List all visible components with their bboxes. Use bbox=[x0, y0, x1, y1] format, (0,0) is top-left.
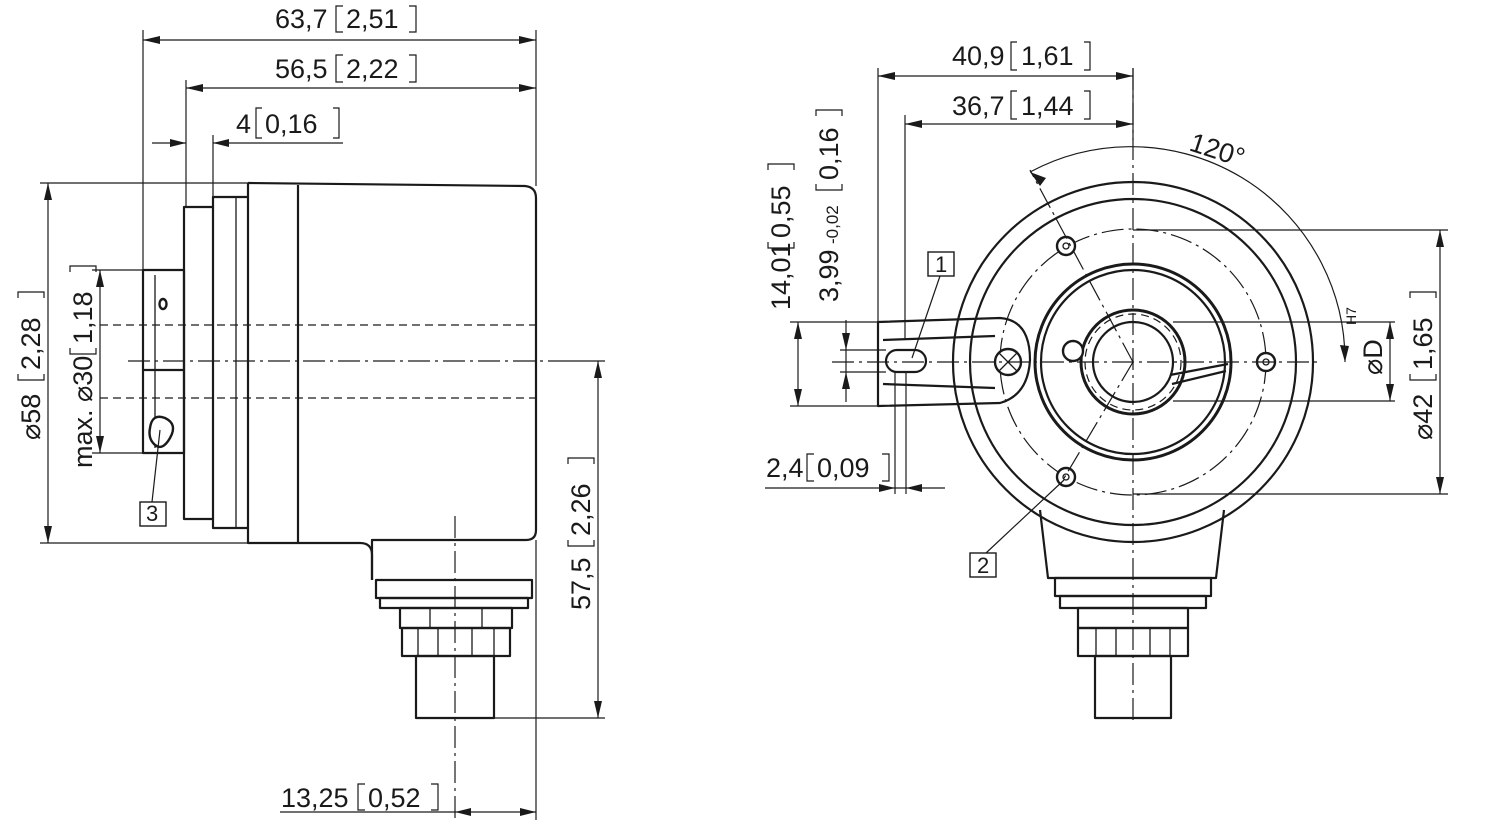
pitch-diameter-inch: 1,65 bbox=[1408, 317, 1438, 370]
max-shaft-diameter-value: max. ⌀30 bbox=[68, 356, 98, 468]
bolt-circle-width-inch: 1,61 bbox=[1021, 41, 1074, 71]
dimension-connector-height: 57,5 2,26 bbox=[566, 361, 602, 718]
connector-side bbox=[374, 578, 534, 720]
front-view: 120° 40,9 1,61 36,7 1,44 bbox=[765, 41, 1448, 724]
inner-width-value: 36,7 bbox=[952, 91, 1005, 121]
dimension-max-shaft-diameter: max. ⌀30 1,18 bbox=[68, 265, 104, 468]
dimension-slot-offset: 2,4 0,09 bbox=[765, 453, 945, 492]
slot-offset-inch: 0,09 bbox=[817, 453, 870, 483]
dimension-body-diameter: ⌀58 2,28 bbox=[16, 183, 52, 543]
dimension-overall-length: 63,7 2,51 bbox=[143, 4, 536, 44]
pitch-diameter-value: ⌀42 bbox=[1408, 394, 1438, 440]
body-length-inch: 2,22 bbox=[346, 54, 399, 84]
callout-3-label: 3 bbox=[146, 501, 158, 526]
slot-width-value: 3,99 bbox=[814, 249, 844, 302]
overall-length-inch: 2,51 bbox=[346, 4, 399, 34]
dimension-body-length: 56,5 2,22 bbox=[186, 54, 536, 92]
arm-height-value: 14,01 bbox=[766, 242, 796, 310]
housing-skirt-front bbox=[1038, 509, 1226, 580]
dimension-bore-diameter: ⌀D H7 bbox=[1343, 307, 1394, 401]
dimension-inner-width: 36,7 1,44 bbox=[905, 90, 1133, 128]
slot-width-tolerance: -0,02 bbox=[823, 205, 842, 244]
body-length-value: 56,5 bbox=[275, 54, 328, 84]
dimension-flange-thickness: 4 0,16 bbox=[152, 107, 343, 147]
callout-1-label: 1 bbox=[935, 252, 947, 277]
body-diameter-value: ⌀58 bbox=[16, 394, 46, 440]
connector-offset-value: 13,25 bbox=[281, 783, 349, 813]
slot-width-inch: 0,16 bbox=[814, 127, 844, 180]
max-shaft-diameter-inch: 1,18 bbox=[68, 291, 98, 344]
callout-2: 2 bbox=[969, 479, 1065, 578]
dimension-slot-width: 3,99 -0,02 0,16 bbox=[814, 109, 850, 402]
connector-height-inch: 2,26 bbox=[566, 483, 596, 536]
bore-diameter-tolerance: H7 bbox=[1343, 307, 1359, 325]
dimension-angle: 120° bbox=[1029, 127, 1349, 363]
clamp-screw bbox=[1061, 339, 1229, 386]
bore-diameter-value: ⌀D bbox=[1358, 339, 1388, 375]
dimension-pitch-diameter: ⌀42 1,65 bbox=[1408, 230, 1444, 494]
dimension-connector-offset: 13,25 0,52 bbox=[280, 783, 536, 816]
connector-height-value: 57,5 bbox=[566, 557, 596, 610]
dimension-arm-height: 14,01 0,55 bbox=[766, 163, 802, 406]
angle-value: 120° bbox=[1186, 127, 1248, 173]
bolt-circle-width-value: 40,9 bbox=[952, 41, 1005, 71]
callout-2-label: 2 bbox=[977, 553, 989, 578]
side-view: 63,7 2,51 56,5 2,22 4 0,16 bbox=[16, 4, 605, 820]
radial-line-upper bbox=[1029, 169, 1134, 363]
inner-width-inch: 1,44 bbox=[1021, 91, 1074, 121]
encoder-body-side bbox=[182, 181, 538, 580]
dimension-bolt-circle-width: 40,9 1,61 bbox=[878, 41, 1133, 80]
radial-line-lower bbox=[1059, 361, 1134, 486]
flange-thickness-inch: 0,16 bbox=[265, 109, 318, 139]
flange-thickness-value: 4 bbox=[236, 109, 251, 139]
callout-3: 3 bbox=[139, 429, 167, 527]
body-diameter-inch: 2,28 bbox=[16, 317, 46, 370]
slot-offset-value: 2,4 bbox=[766, 453, 804, 483]
overall-length-value: 63,7 bbox=[275, 4, 328, 34]
callout-1: 1 bbox=[911, 251, 955, 359]
arm-height-inch: 0,55 bbox=[766, 185, 796, 238]
connector-offset-inch: 0,52 bbox=[368, 783, 421, 813]
